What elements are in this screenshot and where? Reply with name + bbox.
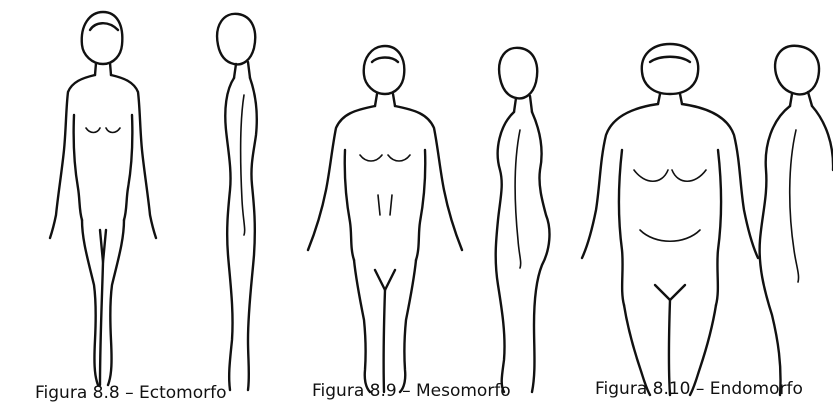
mesomorph-side-figure <box>496 48 550 392</box>
ectomorph-side-figure <box>217 14 257 390</box>
figure-caption-ectomorph: Figura 8.8 – Ectomorfo <box>35 385 226 402</box>
endomorph-side-figure <box>760 46 833 395</box>
figure-caption-mesomorph: Figura 8.9 – Mesomorfo <box>312 383 511 400</box>
figure-caption-endomorph: Figura 8.10 – Endomorfo <box>595 381 803 398</box>
mesomorph-front-figure <box>308 46 462 392</box>
endomorph-front-figure <box>582 44 758 395</box>
ectomorph-front-figure <box>50 12 156 385</box>
